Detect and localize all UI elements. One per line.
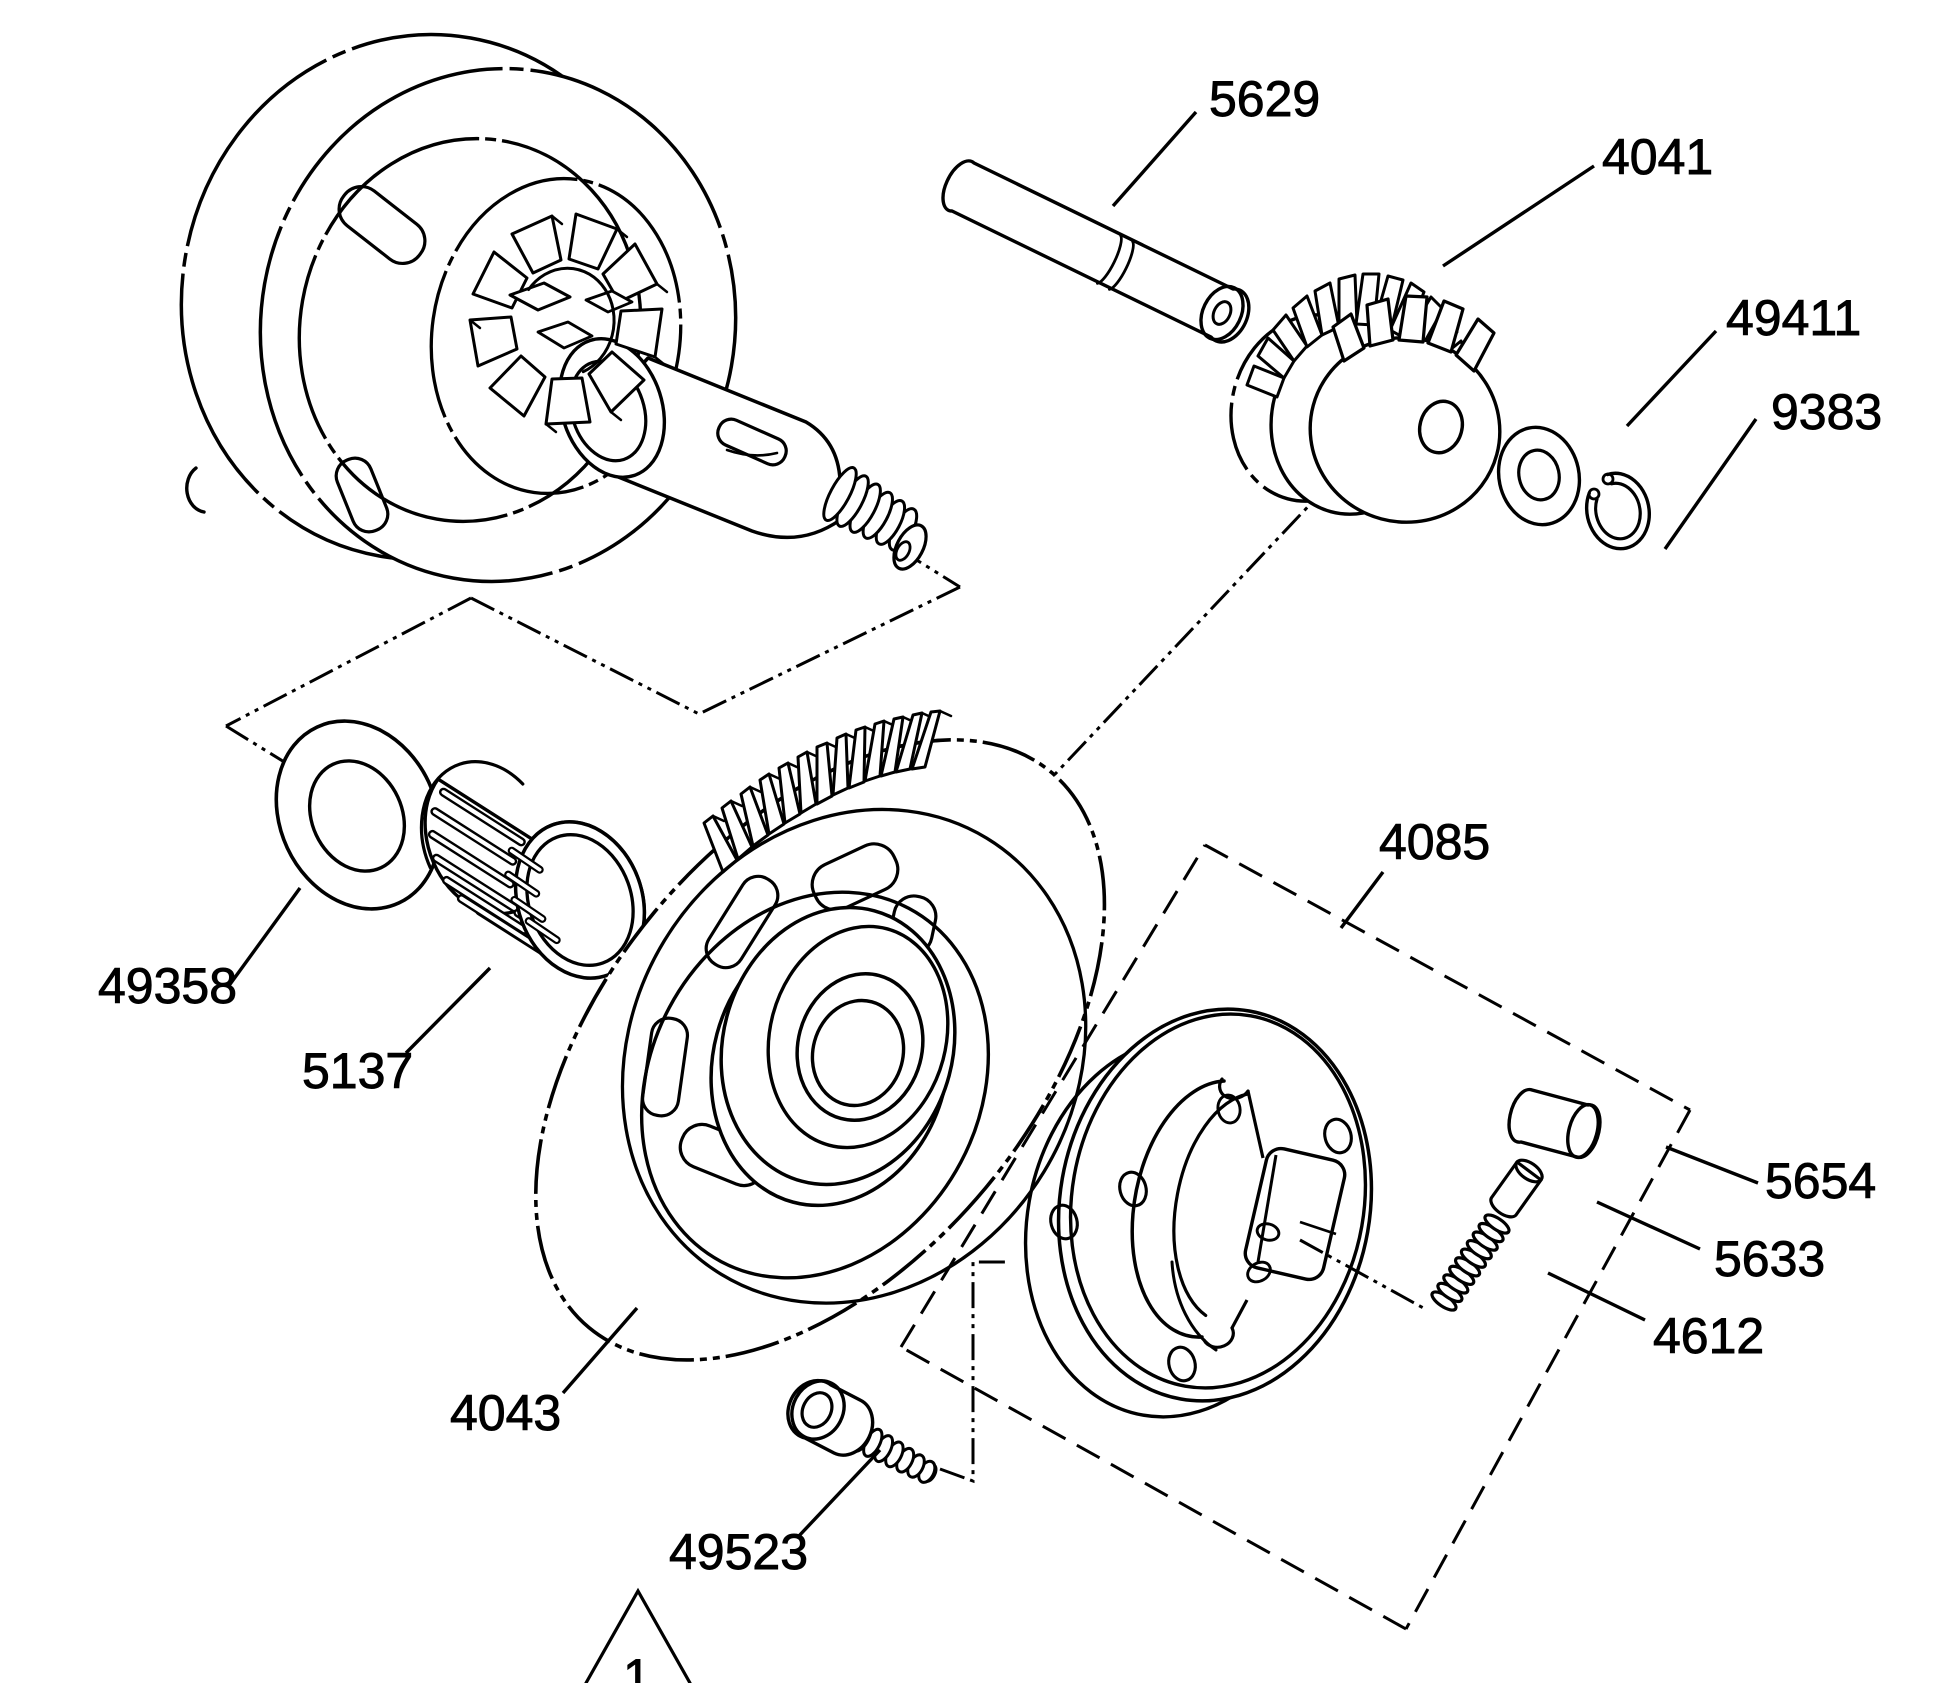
- svg-text:5633: 5633: [1714, 1231, 1825, 1287]
- svg-text:4043: 4043: [450, 1385, 561, 1441]
- svg-text:5654: 5654: [1765, 1153, 1876, 1209]
- svg-text:49358: 49358: [98, 958, 237, 1014]
- svg-text:5629: 5629: [1209, 71, 1320, 127]
- svg-text:5137: 5137: [302, 1043, 413, 1099]
- svg-text:9383: 9383: [1771, 384, 1882, 440]
- svg-text:49523: 49523: [669, 1524, 808, 1580]
- svg-text:4085: 4085: [1379, 814, 1490, 870]
- svg-text:49411: 49411: [1726, 290, 1861, 346]
- svg-text:1: 1: [623, 1649, 651, 1683]
- svg-text:4612: 4612: [1653, 1308, 1764, 1364]
- svg-text:4041: 4041: [1602, 129, 1713, 185]
